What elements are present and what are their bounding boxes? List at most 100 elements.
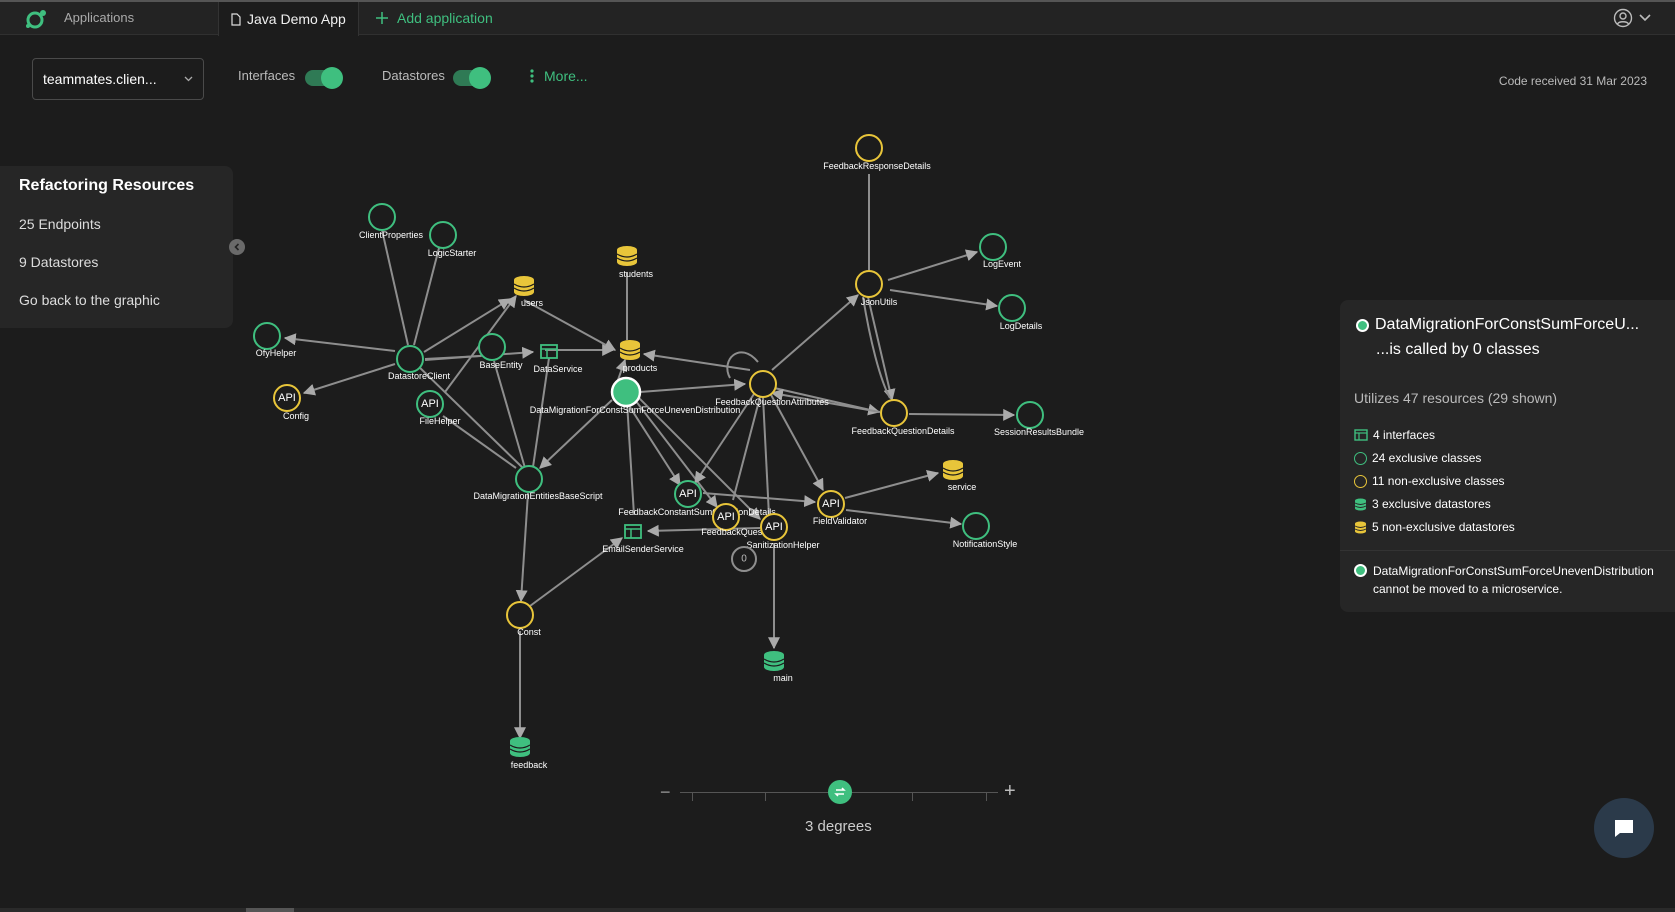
datastore-products-icon[interactable]: [619, 340, 641, 360]
node-const[interactable]: [506, 601, 534, 629]
warning-line-2: cannot be moved to a microservice.: [1373, 582, 1563, 596]
datastore-feedback-icon[interactable]: [509, 737, 531, 757]
datastores-label: Datastores: [382, 68, 445, 83]
zoom-out-button[interactable]: −: [660, 782, 671, 802]
label-sanitization-helper: SanitizationHelper: [746, 540, 819, 550]
node-file-helper[interactable]: [416, 390, 444, 418]
degree-slider[interactable]: − +: [660, 780, 1020, 810]
datastore-users-icon[interactable]: [513, 276, 535, 296]
node-notification-style[interactable]: [962, 512, 990, 540]
back-to-graphic-link[interactable]: Go back to the graphic: [19, 292, 160, 308]
label-session-results-bundle: SessionResultsBundle: [994, 427, 1084, 437]
label-ofy-helper: OfyHelper: [256, 348, 297, 358]
label-products: products: [623, 363, 658, 373]
datastores-toggle[interactable]: [453, 67, 491, 89]
label-data-migration: DataMigrationForConstSumForceUnevenDistr…: [530, 405, 741, 415]
node-feedback-question-attributes[interactable]: [749, 370, 777, 398]
selected-class-title: DataMigrationForConstSumForceU...: [1356, 316, 1639, 334]
node-feedback-response-details[interactable]: [855, 134, 883, 162]
legend-interfaces-label: 4 interfaces: [1373, 428, 1436, 442]
label-feedback-const-sum: FeedbackConstantSumQuestionDetails: [618, 507, 776, 517]
label-data-service: DataService: [533, 364, 582, 374]
interface-email-sender-icon[interactable]: [624, 524, 642, 539]
node-base-entity[interactable]: [478, 333, 506, 361]
node-datastore-client[interactable]: [396, 345, 424, 373]
node-config[interactable]: [273, 384, 301, 412]
slider-handle[interactable]: [828, 780, 852, 804]
chat-button[interactable]: [1594, 798, 1654, 858]
zoom-in-button[interactable]: +: [1004, 780, 1016, 802]
more-options-button[interactable]: More...: [530, 68, 588, 84]
label-service: service: [948, 482, 977, 492]
graph-nodes[interactable]: FeedbackResponseDetails LogEvent LogDeta…: [253, 134, 1084, 770]
node-log-details[interactable]: [998, 294, 1026, 322]
interfaces-toggle[interactable]: [305, 67, 343, 89]
endpoints-link[interactable]: 25 Endpoints: [19, 216, 101, 232]
label-users: users: [521, 298, 544, 308]
collapsed-nodes-badge[interactable]: [731, 546, 757, 572]
node-ofy-helper[interactable]: [253, 322, 281, 350]
panel-divider: [1340, 550, 1675, 551]
label-main: main: [773, 673, 793, 683]
node-feedback-constant-sum[interactable]: [674, 480, 702, 508]
node-field-validator[interactable]: [817, 490, 845, 518]
chevron-left-icon: [234, 243, 240, 251]
interface-data-service-icon[interactable]: [540, 344, 558, 359]
label-feedback-question-attributes: FeedbackQuestionAttributes: [715, 397, 829, 407]
datastore-main-icon[interactable]: [763, 651, 785, 671]
add-application-button[interactable]: Add application: [375, 10, 493, 26]
label-config: Config: [283, 411, 309, 421]
node-data-migration-base-script[interactable]: [515, 465, 543, 493]
legend-non-exclusive-classes-label: 11 non-exclusive classes: [1372, 474, 1505, 488]
label-feedback: feedback: [511, 760, 548, 770]
non-exclusive-class-icon: [1354, 474, 1367, 488]
label-const: Const: [517, 627, 541, 637]
document-icon: [231, 12, 241, 26]
warning-line-1: DataMigrationForConstSumForceUnevenDistr…: [1373, 564, 1654, 578]
label-feedback-response-details: FeedbackResponseDetails: [823, 161, 931, 171]
node-log-event[interactable]: [979, 233, 1007, 261]
node-feedback-quest[interactable]: [712, 503, 740, 531]
selected-class-name: DataMigrationForConstSumForceU...: [1375, 316, 1640, 333]
node-data-migration-selected[interactable]: [610, 376, 642, 408]
datastore-students-icon[interactable]: [616, 246, 638, 266]
legend-interfaces: 4 interfaces: [1354, 428, 1435, 442]
datastore-service-icon[interactable]: [942, 460, 964, 480]
node-client-properties[interactable]: [368, 203, 396, 231]
class-details-panel: DataMigrationForConstSumForceU... ...is …: [1340, 300, 1675, 612]
app-logo-icon[interactable]: [24, 8, 48, 30]
api-badge-field-validator: API: [822, 498, 840, 510]
user-menu[interactable]: [1613, 8, 1651, 28]
applications-link[interactable]: Applications: [64, 10, 135, 25]
legend-exclusive-classes: 24 exclusive classes: [1354, 451, 1481, 465]
node-feedback-question-details[interactable]: [880, 399, 908, 427]
label-log-event: LogEvent: [983, 259, 1022, 269]
api-badge-feedback-constant-sum: API: [679, 488, 697, 500]
label-data-migration-base: DataMigrationEntitiesBaseScript: [473, 491, 603, 501]
tab-label: Java Demo App: [247, 11, 346, 27]
legend-non-exclusive-datastores: 5 non-exclusive datastores: [1354, 520, 1515, 534]
node-logic-starter[interactable]: [429, 221, 457, 249]
label-field-validator: FieldValidator: [813, 516, 867, 526]
collapse-panel-button[interactable]: [229, 239, 245, 255]
toggle-knob: [469, 67, 491, 89]
legend-exclusive-classes-label: 24 exclusive classes: [1372, 451, 1482, 465]
label-notification-style: NotificationStyle: [953, 539, 1018, 549]
package-select[interactable]: teammates.clien...: [32, 58, 204, 100]
node-sanitization-helper[interactable]: [760, 513, 788, 541]
label-datastore-client: DatastoreClient: [388, 371, 451, 381]
horizontal-scrollbar[interactable]: [0, 908, 1675, 912]
node-json-utils[interactable]: [855, 270, 883, 298]
tab-java-demo-app[interactable]: Java Demo App: [218, 2, 359, 36]
chevron-down-icon: [184, 76, 193, 82]
api-badge-sanitization-helper: API: [765, 521, 783, 533]
exclusive-datastore-icon: [1354, 498, 1367, 510]
node-session-results-bundle[interactable]: [1016, 401, 1044, 429]
scrollbar-thumb[interactable]: [246, 908, 294, 912]
graph-edges: [283, 174, 1016, 740]
datastores-link[interactable]: 9 Datastores: [19, 254, 99, 270]
user-circle-icon: [1613, 8, 1633, 28]
chat-bubble-icon: [1615, 820, 1633, 837]
label-json-utils: JsonUtils: [861, 297, 898, 307]
